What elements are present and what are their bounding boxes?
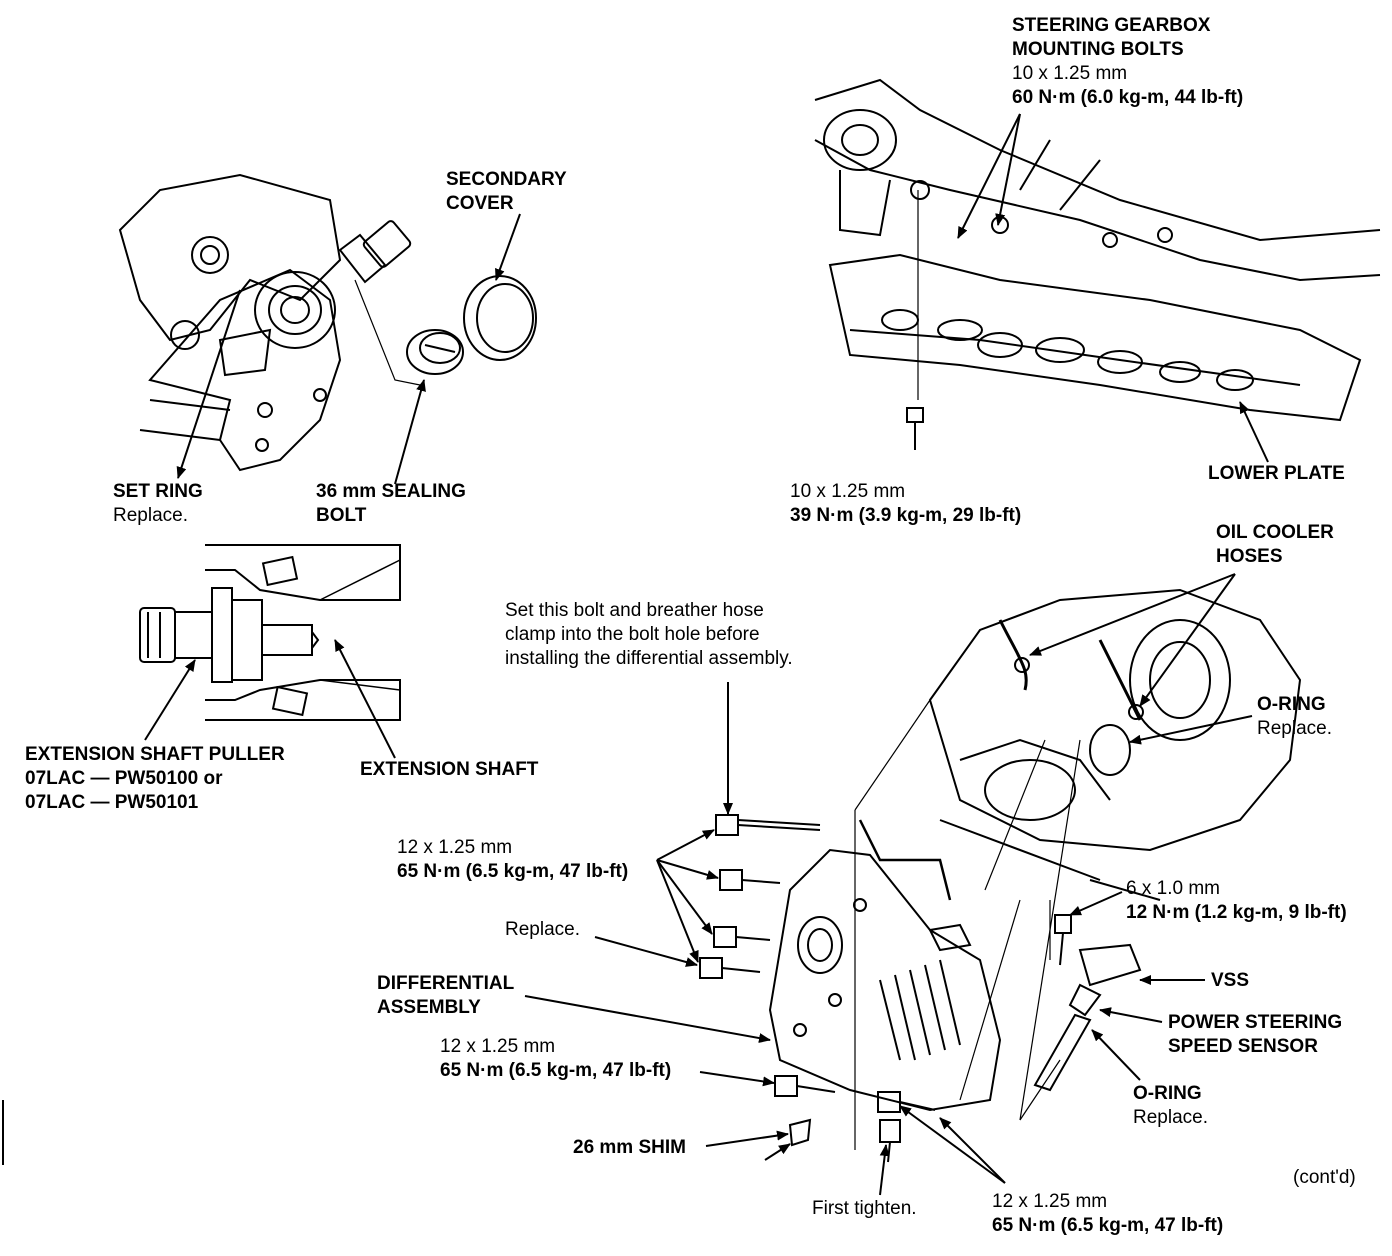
bolt-12-top-size: 12 x 1.25 mm	[397, 837, 513, 858]
label-power-steering-sensor: POWER STEERING SPEED SENSOR	[1168, 1011, 1342, 1059]
lower-bolt-size: 10 x 1.25 mm	[790, 481, 906, 502]
steering-gearbox-torque: 60 N·m (6.0 kg-m, 44 lb-ft)	[1012, 87, 1244, 108]
bolt-6-size: 6 x 1.0 mm	[1126, 878, 1220, 899]
label-lower-plate: LOWER PLATE	[1208, 462, 1345, 486]
bolt-12-bottom-size: 12 x 1.25 mm	[992, 1191, 1108, 1212]
o-ring-bottom-title: O-RING	[1133, 1083, 1202, 1104]
label-vss: VSS	[1211, 969, 1249, 993]
ps-sensor-line1: POWER STEERING	[1168, 1012, 1343, 1033]
set-ring-title: SET RING	[113, 481, 203, 502]
label-contd: (cont'd)	[1293, 1166, 1356, 1190]
label-bolt-12-bottom: 12 x 1.25 mm 65 N·m (6.5 kg-m, 47 lb-ft)	[992, 1190, 1223, 1238]
label-set-bolt-note: Set this bolt and breather hose clamp in…	[505, 599, 793, 671]
contd-text: (cont'd)	[1293, 1167, 1356, 1188]
label-steering-gearbox: STEERING GEARBOX MOUNTING BOLTS 10 x 1.2…	[1012, 14, 1243, 110]
bolt-12-mid-size: 12 x 1.25 mm	[440, 1036, 556, 1057]
replace-text: Replace.	[505, 919, 580, 940]
label-o-ring-bottom: O-RING Replace.	[1133, 1082, 1208, 1130]
leader-arrows	[524, 573, 1253, 1196]
label-extension-shaft-puller: EXTENSION SHAFT PULLER 07LAC — PW50100 o…	[25, 743, 285, 815]
label-bolt-12-mid: 12 x 1.25 mm 65 N·m (6.5 kg-m, 47 lb-ft)	[440, 1035, 671, 1083]
transmission-illustration	[928, 588, 1302, 901]
label-secondary-cover: SECONDARY COVER	[446, 168, 567, 216]
o-ring-bottom-note: Replace.	[1133, 1107, 1208, 1128]
label-shim: 26 mm SHIM	[573, 1136, 686, 1160]
differential-assembly-illustration	[699, 814, 1142, 1163]
set-bolt-note-line3: installing the differential assembly.	[505, 648, 793, 669]
bolt-12-top-torque: 65 N·m (6.5 kg-m, 47 lb-ft)	[397, 861, 629, 882]
label-sealing-bolt: 36 mm SEALING BOLT	[316, 480, 466, 528]
guide-lines	[854, 699, 1081, 1150]
bolt-12-bottom-torque: 65 N·m (6.5 kg-m, 47 lb-ft)	[992, 1215, 1224, 1236]
label-oil-cooler-hoses: OIL COOLER HOSES	[1216, 521, 1334, 569]
o-ring-top-note: Replace.	[1257, 718, 1332, 739]
bolt-12-mid-torque: 65 N·m (6.5 kg-m, 47 lb-ft)	[440, 1060, 672, 1081]
subframe-illustration	[814, 78, 1381, 450]
steering-gearbox-title1: STEERING GEARBOX	[1012, 15, 1211, 36]
set-ring-note: Replace.	[113, 505, 188, 526]
secondary-cover-line1: SECONDARY	[446, 169, 567, 190]
label-replace: Replace.	[505, 918, 580, 942]
label-lower-bolt: 10 x 1.25 mm 39 N·m (3.9 kg-m, 29 lb-ft)	[790, 480, 1021, 528]
first-tighten-text: First tighten.	[812, 1198, 917, 1219]
differential-line2: ASSEMBLY	[377, 997, 481, 1018]
set-bolt-note-line1: Set this bolt and breather hose	[505, 600, 764, 621]
label-o-ring-top: O-RING Replace.	[1257, 693, 1332, 741]
bolt-6-torque: 12 N·m (1.2 kg-m, 9 lb-ft)	[1126, 902, 1347, 923]
extension-shaft-text: EXTENSION SHAFT	[360, 759, 539, 780]
oil-cooler-line1: OIL COOLER	[1216, 522, 1334, 543]
label-set-ring: SET RING Replace.	[113, 480, 203, 528]
label-bolt-6: 6 x 1.0 mm 12 N·m (1.2 kg-m, 9 lb-ft)	[1126, 877, 1347, 925]
sealing-bolt-line2: BOLT	[316, 505, 367, 526]
sealing-bolt-line1: 36 mm SEALING	[316, 481, 466, 502]
lower-plate-text: LOWER PLATE	[1208, 463, 1345, 484]
extension-housing-illustration	[118, 173, 537, 472]
label-extension-shaft: EXTENSION SHAFT	[360, 758, 538, 782]
steering-gearbox-size: 10 x 1.25 mm	[1012, 63, 1128, 84]
puller-line1: EXTENSION SHAFT PULLER	[25, 744, 285, 765]
label-bolt-12-top: 12 x 1.25 mm 65 N·m (6.5 kg-m, 47 lb-ft)	[397, 836, 628, 884]
vss-text: VSS	[1211, 970, 1250, 991]
o-ring-top-title: O-RING	[1257, 694, 1326, 715]
set-bolt-note-line2: clamp into the bolt hole before	[505, 624, 760, 645]
oil-cooler-line2: HOSES	[1216, 546, 1283, 567]
extension-shaft-puller-illustration	[139, 544, 401, 721]
lower-bolt-torque: 39 N·m (3.9 kg-m, 29 lb-ft)	[790, 505, 1022, 526]
label-differential-assembly: DIFFERENTIAL ASSEMBLY	[377, 972, 514, 1020]
steering-gearbox-title2: MOUNTING BOLTS	[1012, 39, 1184, 60]
shim-text: 26 mm SHIM	[573, 1137, 686, 1158]
ps-sensor-line2: SPEED SENSOR	[1168, 1036, 1318, 1057]
secondary-cover-line2: COVER	[446, 193, 514, 214]
differential-line1: DIFFERENTIAL	[377, 973, 515, 994]
puller-line3: 07LAC — PW50101	[25, 792, 199, 813]
puller-line2: 07LAC — PW50100 or	[25, 768, 223, 789]
label-first-tighten: First tighten.	[812, 1197, 917, 1221]
